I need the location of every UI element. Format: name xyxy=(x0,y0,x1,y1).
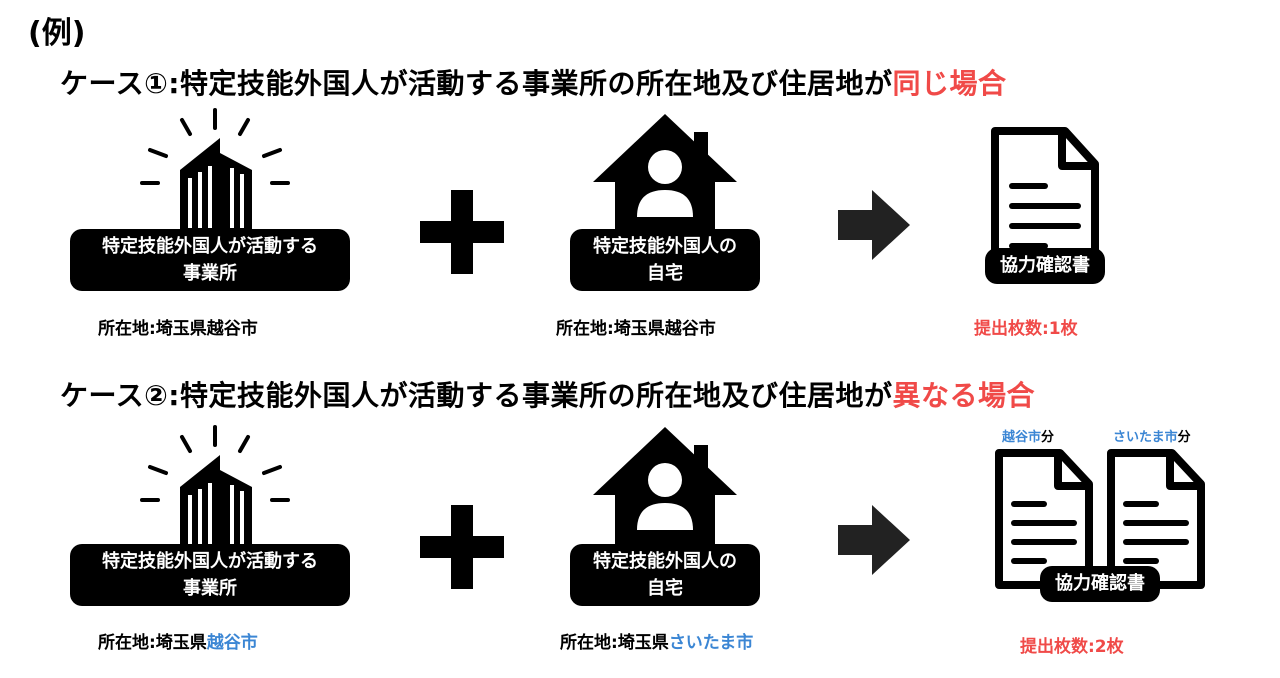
submission-count: 提出枚数:2枚 xyxy=(1020,637,1124,657)
home-label: 特定技能外国人の 自宅 xyxy=(570,229,760,291)
home-location: 所在地:埼玉県さいたま市 xyxy=(560,633,754,653)
case2-title-highlight: 異なる場合 xyxy=(892,379,1036,412)
home-person-icon xyxy=(593,427,737,555)
document-icon xyxy=(991,127,1099,275)
document-label: 協力確認書 xyxy=(985,248,1105,284)
plus-icon xyxy=(420,190,504,274)
document-1-label: 越谷市分 xyxy=(1002,430,1055,445)
office-label: 特定技能外国人が活動する 事業所 xyxy=(70,544,350,606)
document-label: 協力確認書 xyxy=(1040,566,1160,602)
document-icon xyxy=(995,449,1093,589)
office-building-icon xyxy=(140,425,290,550)
arrow-right-icon xyxy=(838,505,910,575)
case2-title: ケース②:特定技能外国人が活動する事業所の所在地及び住居地が異なる場合 xyxy=(60,379,1036,412)
arrow-right-icon xyxy=(838,190,910,260)
home-person-icon xyxy=(593,114,737,242)
plus-icon xyxy=(420,505,504,589)
office-building-icon xyxy=(140,108,290,233)
example-label: (例) xyxy=(28,16,86,51)
home-label: 特定技能外国人の 自宅 xyxy=(570,544,760,606)
case1-title: ケース①:特定技能外国人が活動する事業所の所在地及び住居地が同じ場合 xyxy=(60,67,1007,100)
document-2-label: さいたま市分 xyxy=(1113,430,1191,445)
office-label: 特定技能外国人が活動する 事業所 xyxy=(70,229,350,291)
home-location: 所在地:埼玉県越谷市 xyxy=(556,319,716,339)
document-icon xyxy=(1107,449,1205,589)
office-location: 所在地:埼玉県越谷市 xyxy=(98,319,258,339)
submission-count: 提出枚数:1枚 xyxy=(974,319,1078,339)
case1-title-highlight: 同じ場合 xyxy=(892,67,1007,100)
office-location: 所在地:埼玉県越谷市 xyxy=(98,633,258,653)
